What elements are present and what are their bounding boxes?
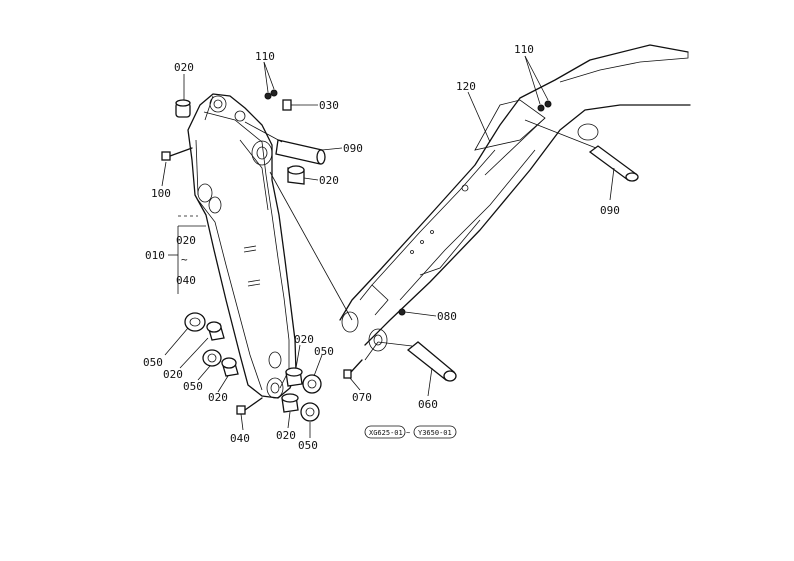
bushing-020-d: [281, 393, 299, 413]
label-080: 080: [437, 310, 457, 323]
arm: [187, 93, 297, 399]
label-010: 010: [145, 249, 165, 262]
label-020-a: 020: [163, 368, 183, 381]
label-030: 030: [319, 99, 339, 112]
bolt-100: [161, 147, 193, 161]
label-090-left: 090: [343, 142, 363, 155]
label-range-tilde: ~: [181, 253, 188, 266]
label-020-mid: 020: [319, 174, 339, 187]
bushing-020-b: [221, 357, 239, 377]
label-020-b: 020: [208, 391, 228, 404]
ref-code-a: XG625-01: [369, 429, 403, 437]
bushing-020-mid: [287, 165, 305, 185]
assembly-lines: [244, 119, 597, 361]
bushing-020-top: [175, 99, 191, 118]
label-050-b: 050: [183, 380, 203, 393]
bushing-020-c: [285, 367, 303, 387]
label-020-top: 020: [174, 61, 194, 74]
label-070: 070: [352, 391, 372, 404]
label-040-range: 040: [176, 274, 196, 287]
label-100: 100: [151, 187, 171, 200]
ref-code-b: Y3650-01: [418, 429, 452, 437]
reference-codes: XG625-01 ~ Y3650-01: [364, 425, 457, 439]
label-050-c: 050: [314, 345, 334, 358]
bolt-030: [282, 99, 300, 111]
label-020-c: 020: [294, 333, 314, 346]
washer-050-b: [202, 349, 222, 367]
bushing-020-a: [206, 321, 225, 341]
bolt-040: [236, 397, 263, 415]
grease-fitting-110-right: [537, 100, 552, 112]
label-020-range: 020: [176, 234, 196, 247]
label-050-d: 050: [298, 439, 318, 452]
label-040: 040: [230, 432, 250, 445]
washer-050-d: [300, 402, 320, 422]
fitting-080: [398, 308, 406, 316]
label-120: 120: [456, 80, 476, 93]
leader-lines: [161, 55, 615, 438]
pin-090-left: [275, 139, 326, 165]
label-050-a: 050: [143, 356, 163, 369]
ref-code-separator: ~: [406, 429, 410, 437]
boom: [339, 44, 691, 352]
callout-labels: 020 110 030 090 020 100 010 020 ~ 040 05…: [143, 43, 620, 452]
pin-090-right: [588, 145, 639, 182]
washer-050-a: [184, 312, 206, 332]
label-110-right: 110: [514, 43, 534, 56]
label-090-right: 090: [600, 204, 620, 217]
washer-050-c: [302, 374, 322, 394]
label-110-left: 110: [255, 50, 275, 63]
label-060: 060: [418, 398, 438, 411]
grease-fitting-110-left: [264, 89, 278, 100]
bolt-070: [343, 359, 363, 379]
label-020-d: 020: [276, 429, 296, 442]
pin-060: [406, 341, 457, 382]
